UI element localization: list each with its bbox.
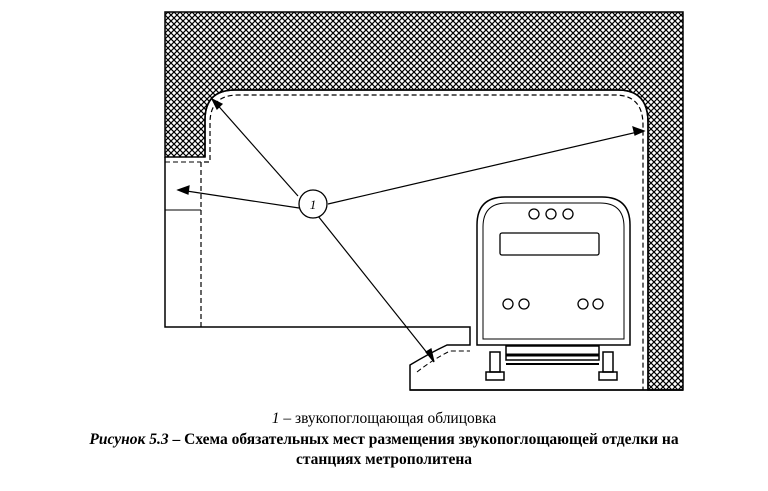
- callout-number: 1: [310, 197, 317, 212]
- station-section-diagram: 1: [164, 11, 684, 391]
- platform-outline: [164, 157, 683, 391]
- legend: 1 – звукопоглощающая облицовка: [0, 409, 768, 428]
- figure-label: Рисунок 5.3: [89, 431, 169, 448]
- train-top-lamp-icon: [562, 208, 574, 220]
- sound-absorbing-lining-dashed: [200, 94, 644, 390]
- callout-leaders: [176, 97, 646, 363]
- figure-caption-continued: станциях метрополитена: [0, 450, 768, 469]
- train-windshield: [499, 232, 600, 256]
- train-headlight-icon: [592, 298, 604, 310]
- platform-edge-lining-dashed: [416, 350, 470, 373]
- track-rails: [485, 345, 618, 381]
- train-front: [476, 196, 631, 346]
- train-headlight-icon: [502, 298, 514, 310]
- train-headlight-icon: [518, 298, 530, 310]
- figure-title-line1: – Схема обязательных мест размещения зву…: [172, 431, 679, 448]
- train-top-lamp-icon: [528, 208, 540, 220]
- figure-title-line2: станциях метрополитена: [295, 451, 473, 468]
- vault-inner-contour: [204, 89, 649, 390]
- figure-caption: Рисунок 5.3 – Схема обязательных мест ра…: [0, 430, 768, 449]
- figure: 1: [164, 11, 684, 391]
- legend-text: – звукопоглощающая облицовка: [283, 410, 497, 427]
- train-headlight-icon: [577, 298, 589, 310]
- callout-1: 1: [298, 189, 328, 219]
- legend-number: 1: [271, 410, 280, 427]
- train-top-lamp-icon: [545, 208, 557, 220]
